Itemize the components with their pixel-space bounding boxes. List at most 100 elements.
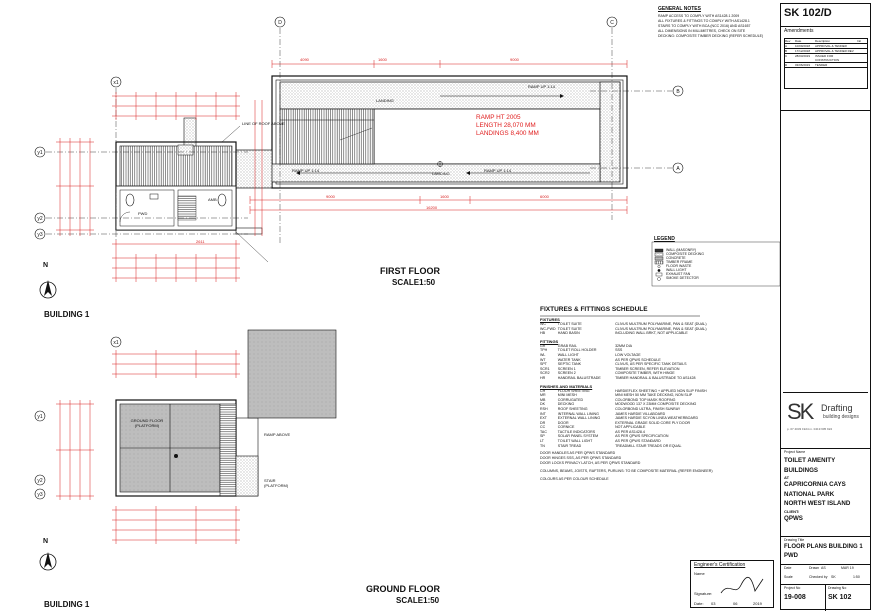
- amendment-rev: B: [785, 49, 788, 53]
- schedule-cell: CLIVUS, AS PER SPECIFIC TANK DETAILS: [615, 362, 687, 367]
- legend-item-1: WALL (MASONRY): [666, 248, 697, 252]
- schedule-cell: CORNICE: [557, 425, 575, 430]
- legend-item-5: FLOOR WASTE: [666, 264, 692, 268]
- ramp-up-label-right: RAMP UP 1:14: [484, 168, 511, 173]
- legend-item-4: TIMBER FRAME: [666, 260, 693, 264]
- schedule-cell: TOILET WALL LIGHT: [557, 439, 593, 444]
- general-notes-title: GENERAL NOTES: [658, 6, 701, 12]
- schedule-cell: JAMES HARDIE SCYON LINEA WEATHERBOARD: [615, 416, 699, 421]
- ramp-above-label: RAMP ABOVE: [264, 432, 291, 437]
- dim-1600-bottom: 1600: [440, 194, 449, 199]
- schedule-cell: EXTERNAL WALL LINING: [557, 416, 601, 421]
- schedule-cell: INCLUDING WALL BRKT, NOT APPLICABLE: [615, 331, 688, 336]
- ramp-note-line1: RAMP HT 2005: [476, 114, 521, 121]
- schedule-cell: DR: [540, 420, 546, 425]
- north-label-first: N: [43, 262, 49, 269]
- schedule-cell: WATER TANK: [557, 357, 581, 362]
- roof-line-note: LINE OF ROOF ABOVE: [242, 121, 285, 126]
- schedule-cell: AS PER AS1428.4: [615, 429, 645, 434]
- dim-9000-bottom: 9000: [326, 194, 335, 199]
- amendment-desc: TENDER: [815, 63, 828, 67]
- schedule-cell: WC-PWD: [540, 326, 556, 331]
- schedule-cell: SEPTIC TANK: [557, 362, 582, 367]
- schedule-cell: SCR1: [540, 366, 550, 371]
- building1-first-floor: [115, 141, 263, 235]
- amendment-desc: ISSUED FOR CONSTRUCTION: [815, 54, 840, 62]
- schedule-cell: SOLAR PANEL SYSTEM: [557, 434, 599, 439]
- schedule-cell: COMPOSITE TIMBER, WITH HINGE: [615, 371, 675, 376]
- general-notes: GENERAL NOTES RAMP ACCESS TO COMPLY WITH…: [658, 6, 763, 39]
- schedule-cell: AS PER QPWS STANDARD: [615, 439, 661, 444]
- dim-6000: 6000: [540, 194, 549, 199]
- grid-y2-label-gf: y2: [37, 478, 43, 484]
- legend-item-6: WALL LIGHT: [666, 268, 687, 272]
- date-value: MAR 19: [841, 566, 854, 570]
- schedule-cell: WT: [540, 357, 546, 362]
- project-line-7: CLIENT:: [784, 508, 800, 514]
- ground-floor-scale: SCALE1:50: [396, 596, 440, 605]
- legend-item-3: CONCRETE: [666, 256, 686, 260]
- checked-value: SK: [831, 575, 836, 579]
- schedule-cell: LT: [540, 439, 544, 444]
- checked-label: Checked by: [809, 575, 828, 579]
- schedule-cell: JAMES HARDIE VILLABOARD: [615, 411, 666, 416]
- company-logo-area: SK Drafting building designs p. 07 4033 …: [783, 392, 868, 447]
- schedule-cell: RSH: [540, 406, 548, 411]
- certification-month: 06: [733, 601, 738, 606]
- schedule-cell: TN: [540, 443, 545, 448]
- dimension-ticks: [56, 92, 237, 544]
- project-line-3: AT: [784, 475, 790, 481]
- amendment-desc: APPROVAL & TENDER REV: [815, 49, 854, 53]
- dim-16200: 16200: [426, 205, 438, 210]
- amendments-label: Amendments: [784, 28, 814, 34]
- schedule-cell: SCREEN 1: [557, 366, 576, 371]
- ramp-note-line2: LENGTH 28,070 MM: [476, 122, 536, 129]
- schedule-cell: TACTILE INDICATORS: [557, 429, 596, 434]
- schedule-cell: SP: [540, 434, 545, 439]
- certification-signature: Signature:: [694, 591, 713, 596]
- project-line-4: CAPRICORNIA CAYS: [784, 481, 846, 489]
- schedule-cell: SCREEN 2: [557, 371, 576, 376]
- schedule-cell: HAND BASIN: [557, 331, 580, 336]
- schedule-cell: CC: [540, 425, 546, 430]
- schedule-cell: 32MM DIA: [615, 343, 633, 348]
- grid-y1-label: y1: [37, 150, 43, 156]
- amend-head-date: Date: [795, 39, 802, 43]
- schedule-cell: SPT: [540, 362, 547, 367]
- stair-platform-label: STAIR (PLATFORM): [264, 478, 289, 488]
- general-note-4: ALL DIMENSIONS IN MILLIMETRES, CHECK ON …: [658, 29, 746, 33]
- landing-label-top: LANDING: [376, 98, 394, 103]
- schedule-cell: TOILET SUITE: [557, 322, 582, 326]
- schedule-cell: COLORBOND ULTRA, FINISH SUNRAY: [615, 406, 681, 411]
- schedule-cell: CLIVUS MULTRUM POLYMARINE, PAN & SEAT (D…: [615, 326, 707, 331]
- grid-y3-label: y3: [37, 232, 43, 238]
- pwd-label: PWD: [138, 211, 148, 216]
- amend-head-rev: Rev: [785, 39, 791, 43]
- schedule-cell: HB: [540, 331, 545, 336]
- schedule-cell: TIMBER HANDRAIL & BALUSTRADE TO AS1428: [615, 375, 696, 380]
- grid-y1-label-gf: y1: [37, 414, 43, 420]
- project-line-1: TOILET AMENITY: [784, 457, 836, 464]
- building-label-ground: BUILDING 1: [44, 600, 90, 609]
- schedule-footer-line: DOOR HINGES SSS, AS PER QPWS STANDARD: [540, 456, 622, 461]
- drawing-no-label: Drawing No: [828, 586, 847, 590]
- ramp-structure: [183, 75, 628, 189]
